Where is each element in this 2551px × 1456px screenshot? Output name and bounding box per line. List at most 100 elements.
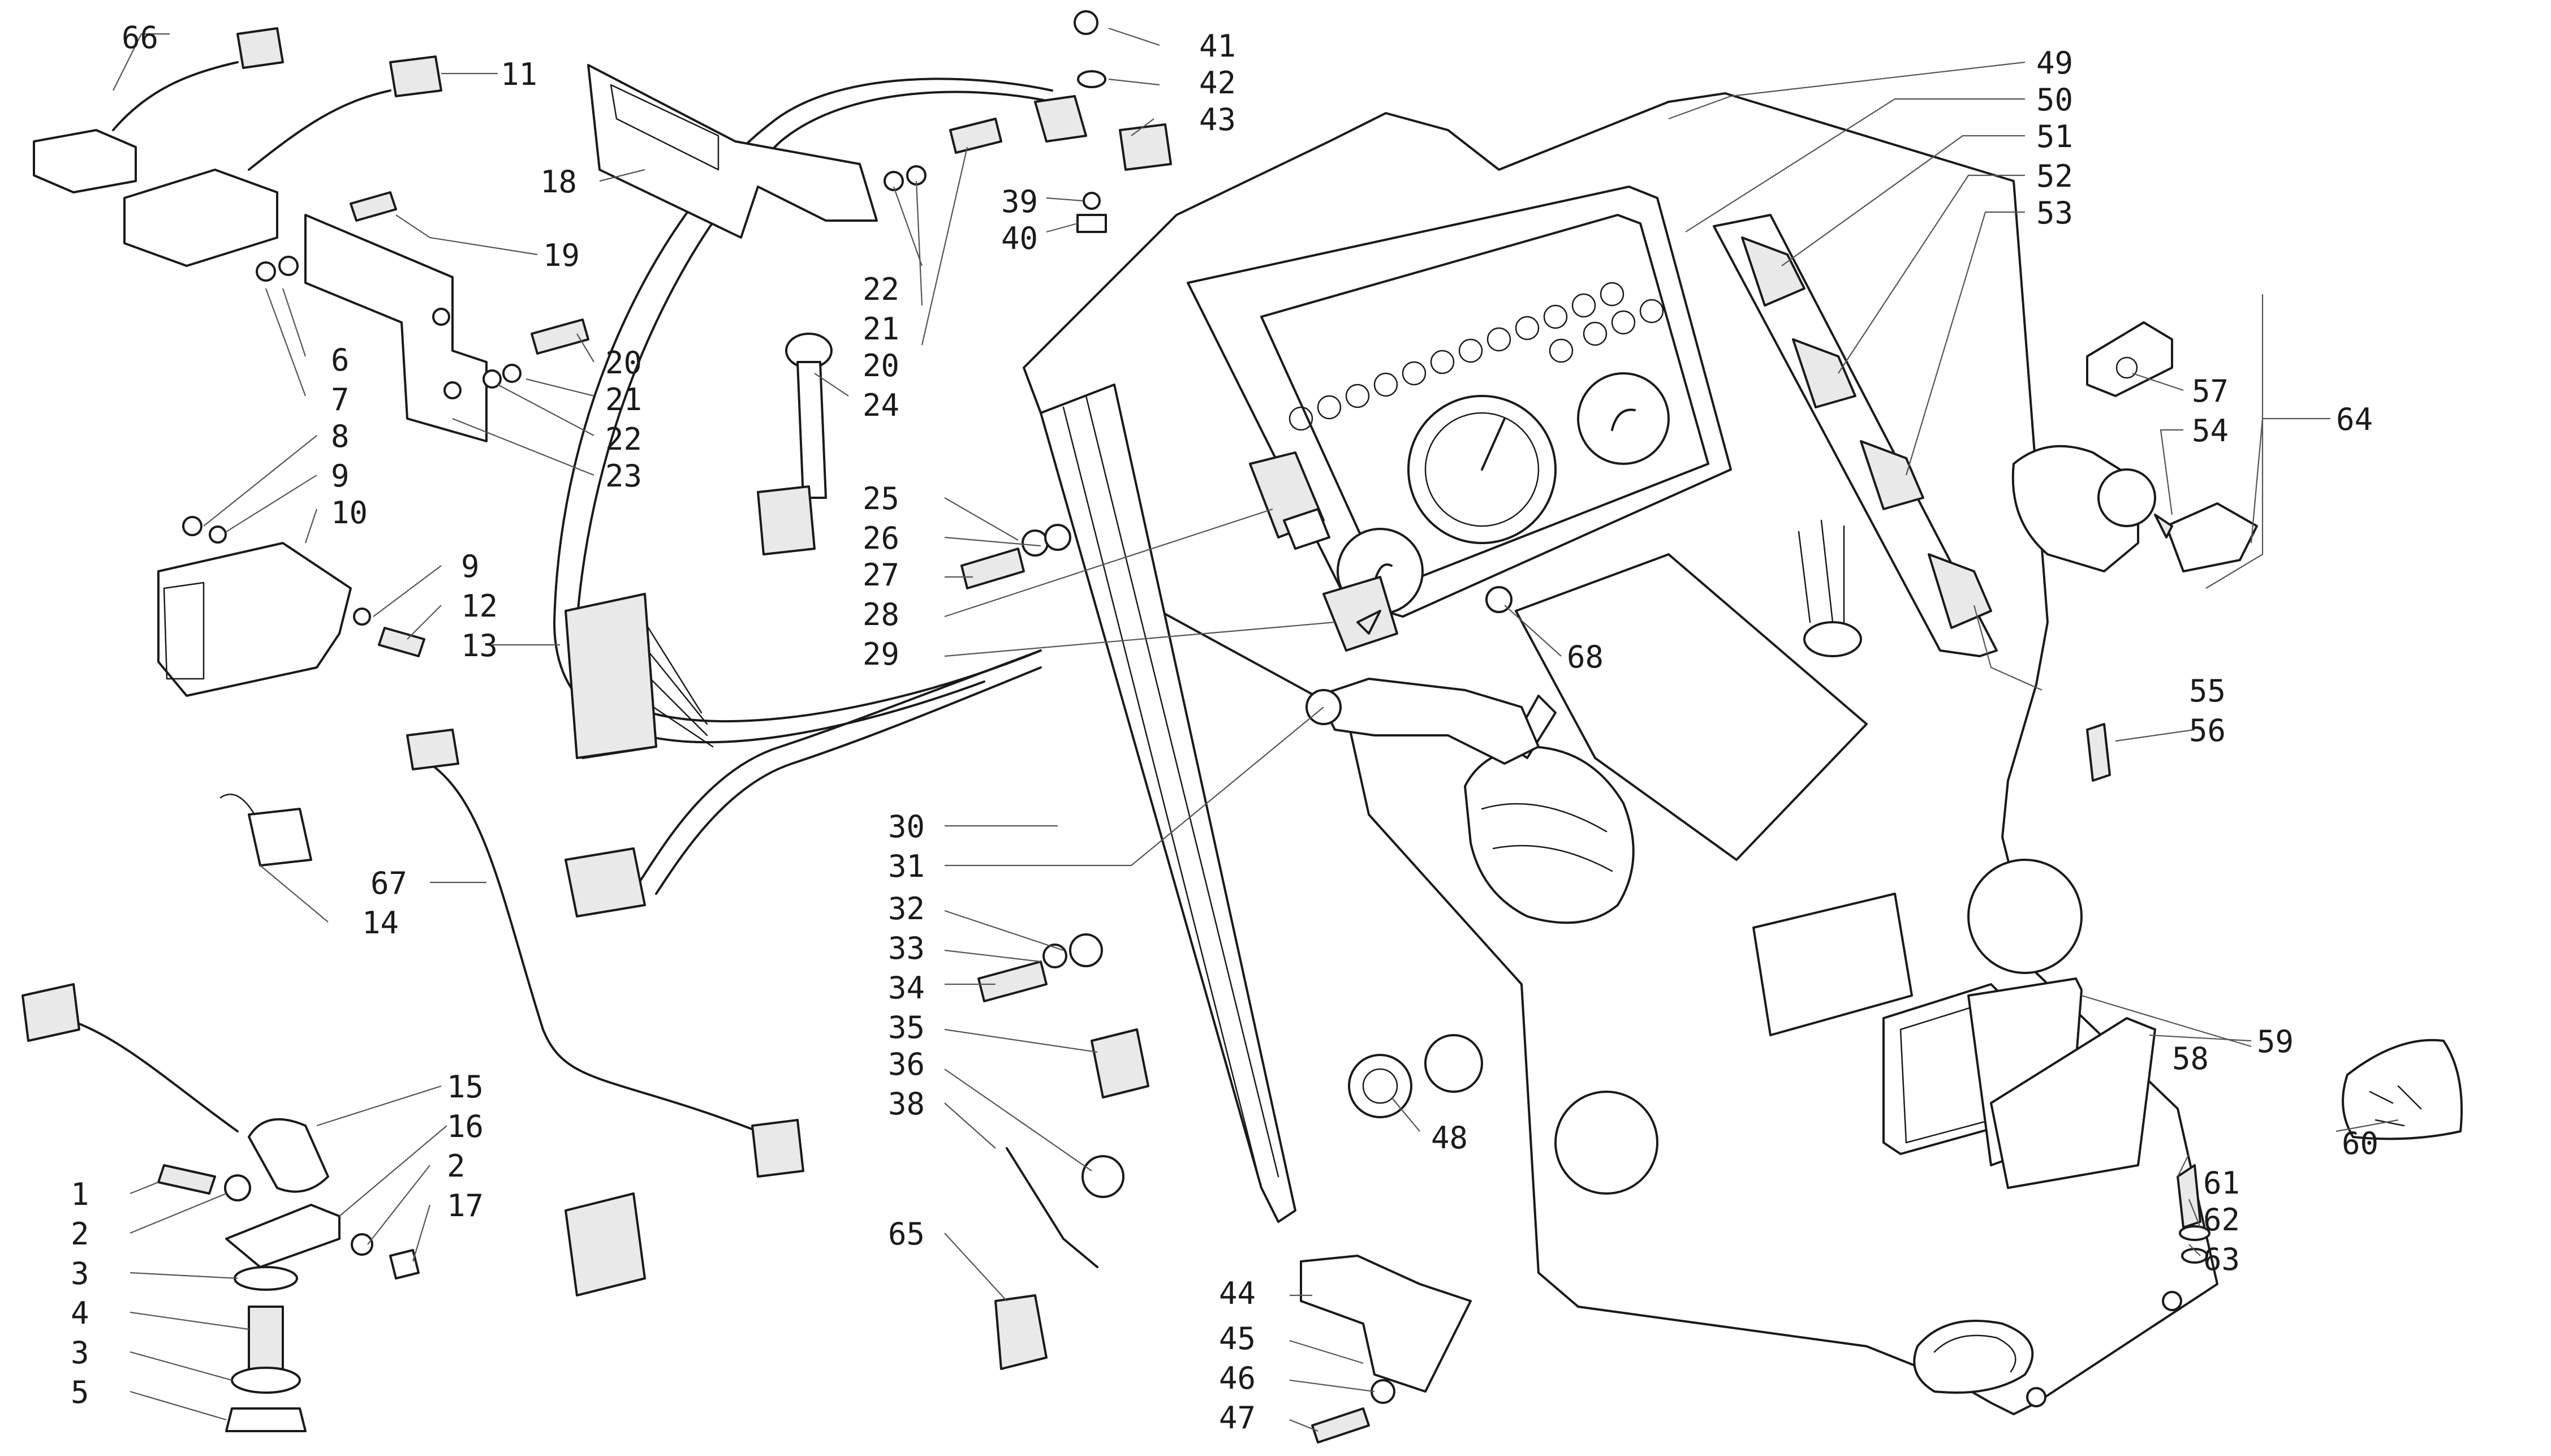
callout-20a: 20 bbox=[605, 345, 642, 381]
callout-27: 27 bbox=[863, 557, 899, 593]
callout-4: 4 bbox=[71, 1295, 89, 1331]
callout-47: 47 bbox=[1219, 1400, 1256, 1436]
mount-57 bbox=[2086, 321, 2173, 397]
key-54 bbox=[2165, 502, 2258, 572]
callout-42: 42 bbox=[1199, 65, 1236, 101]
bolt-4 bbox=[248, 1306, 284, 1370]
callout-50: 50 bbox=[2036, 82, 2073, 118]
bracket-23 bbox=[304, 214, 488, 442]
callout-60: 60 bbox=[2342, 1126, 2378, 1161]
callout-18: 18 bbox=[540, 164, 577, 200]
callout-14: 14 bbox=[362, 905, 399, 941]
callout-35: 35 bbox=[888, 1010, 925, 1045]
callout-5: 5 bbox=[71, 1375, 89, 1410]
callout-55: 55 bbox=[2189, 673, 2226, 709]
callout-40: 40 bbox=[1001, 221, 1038, 256]
callout-20b: 20 bbox=[863, 348, 899, 384]
callout-28: 28 bbox=[863, 597, 899, 632]
callout-19: 19 bbox=[543, 238, 580, 273]
callout-59: 59 bbox=[2257, 1024, 2294, 1059]
callout-44: 44 bbox=[1219, 1276, 1256, 1311]
callout-53: 53 bbox=[2036, 195, 2073, 231]
sensor-65 bbox=[994, 1294, 1048, 1370]
callout-labels: 66 11 18 19 6 7 20 21 22 23 8 9 10 9 12 … bbox=[71, 20, 2378, 1436]
callout-17: 17 bbox=[447, 1188, 484, 1224]
module-11 bbox=[123, 169, 278, 267]
callout-67: 67 bbox=[370, 865, 407, 901]
callout-52: 52 bbox=[2036, 158, 2073, 194]
callout-34: 34 bbox=[888, 970, 925, 1006]
callout-57: 57 bbox=[2192, 373, 2229, 409]
callout-64: 64 bbox=[2336, 402, 2373, 437]
callout-2a: 2 bbox=[71, 1216, 89, 1252]
callout-9b: 9 bbox=[461, 549, 480, 584]
callout-63: 63 bbox=[2203, 1242, 2240, 1277]
callout-26: 26 bbox=[863, 520, 899, 556]
callout-3b: 3 bbox=[71, 1335, 89, 1371]
callout-25: 25 bbox=[863, 481, 899, 516]
callout-33: 33 bbox=[888, 931, 925, 966]
callout-9a: 9 bbox=[331, 458, 350, 494]
callout-12: 12 bbox=[461, 588, 498, 624]
callout-10: 10 bbox=[331, 495, 368, 531]
callout-21a: 21 bbox=[605, 382, 642, 417]
bracket-44 bbox=[1300, 1255, 1472, 1393]
callout-46: 46 bbox=[1219, 1360, 1256, 1396]
callout-3a: 3 bbox=[71, 1256, 89, 1291]
callout-62: 62 bbox=[2203, 1202, 2240, 1238]
callout-13: 13 bbox=[461, 628, 498, 664]
callout-43: 43 bbox=[1199, 102, 1236, 137]
callout-41: 41 bbox=[1199, 28, 1236, 64]
callout-21b: 21 bbox=[863, 311, 899, 347]
connector-13 bbox=[565, 593, 657, 759]
callout-31: 31 bbox=[888, 848, 925, 884]
callout-56: 56 bbox=[2189, 713, 2226, 748]
callout-54: 54 bbox=[2192, 413, 2229, 449]
callout-58: 58 bbox=[2172, 1041, 2209, 1076]
callout-22b: 22 bbox=[863, 272, 899, 307]
callout-65: 65 bbox=[888, 1216, 925, 1252]
joystick bbox=[1464, 695, 1635, 924]
callout-39: 39 bbox=[1001, 184, 1038, 219]
lamp-56 bbox=[2086, 723, 2111, 782]
callout-23: 23 bbox=[605, 458, 642, 494]
switch-36 bbox=[1081, 1155, 1124, 1198]
dashboard-console bbox=[1023, 92, 2218, 1415]
panel-58 bbox=[1990, 1017, 2156, 1189]
callout-49: 49 bbox=[2036, 45, 2073, 81]
cable-67 bbox=[429, 763, 759, 1132]
callout-32: 32 bbox=[888, 891, 925, 927]
callout-48: 48 bbox=[1431, 1120, 1468, 1156]
callout-15: 15 bbox=[447, 1069, 484, 1105]
callout-61: 61 bbox=[2203, 1165, 2240, 1201]
nut-5 bbox=[225, 1407, 307, 1432]
callout-7: 7 bbox=[331, 382, 350, 417]
callout-6: 6 bbox=[331, 342, 350, 378]
right-parts bbox=[1882, 321, 2463, 1264]
callout-66: 66 bbox=[122, 20, 158, 55]
callout-2b: 2 bbox=[447, 1148, 466, 1184]
plug-14 bbox=[248, 808, 312, 867]
callout-36: 36 bbox=[888, 1046, 925, 1082]
callout-68: 68 bbox=[1567, 639, 1604, 675]
callout-1: 1 bbox=[71, 1177, 89, 1212]
center-parts bbox=[960, 10, 1472, 1444]
left-parts bbox=[21, 27, 1002, 1432]
callout-45: 45 bbox=[1219, 1321, 1256, 1356]
callout-8: 8 bbox=[331, 419, 350, 454]
callout-38: 38 bbox=[888, 1086, 925, 1122]
callout-30: 30 bbox=[888, 809, 925, 845]
module-66 bbox=[33, 129, 137, 193]
relay-35 bbox=[1091, 1028, 1149, 1099]
callout-24: 24 bbox=[863, 387, 899, 423]
callout-16: 16 bbox=[447, 1109, 484, 1144]
callout-29: 29 bbox=[863, 636, 899, 672]
relay-box-10 bbox=[157, 542, 352, 697]
bracket-18 bbox=[587, 64, 878, 239]
callout-11: 11 bbox=[501, 57, 537, 92]
warning-lamp-row bbox=[1289, 282, 1664, 431]
relay-43 bbox=[1119, 123, 1172, 171]
callout-51: 51 bbox=[2036, 119, 2073, 154]
callout-22a: 22 bbox=[605, 421, 642, 457]
